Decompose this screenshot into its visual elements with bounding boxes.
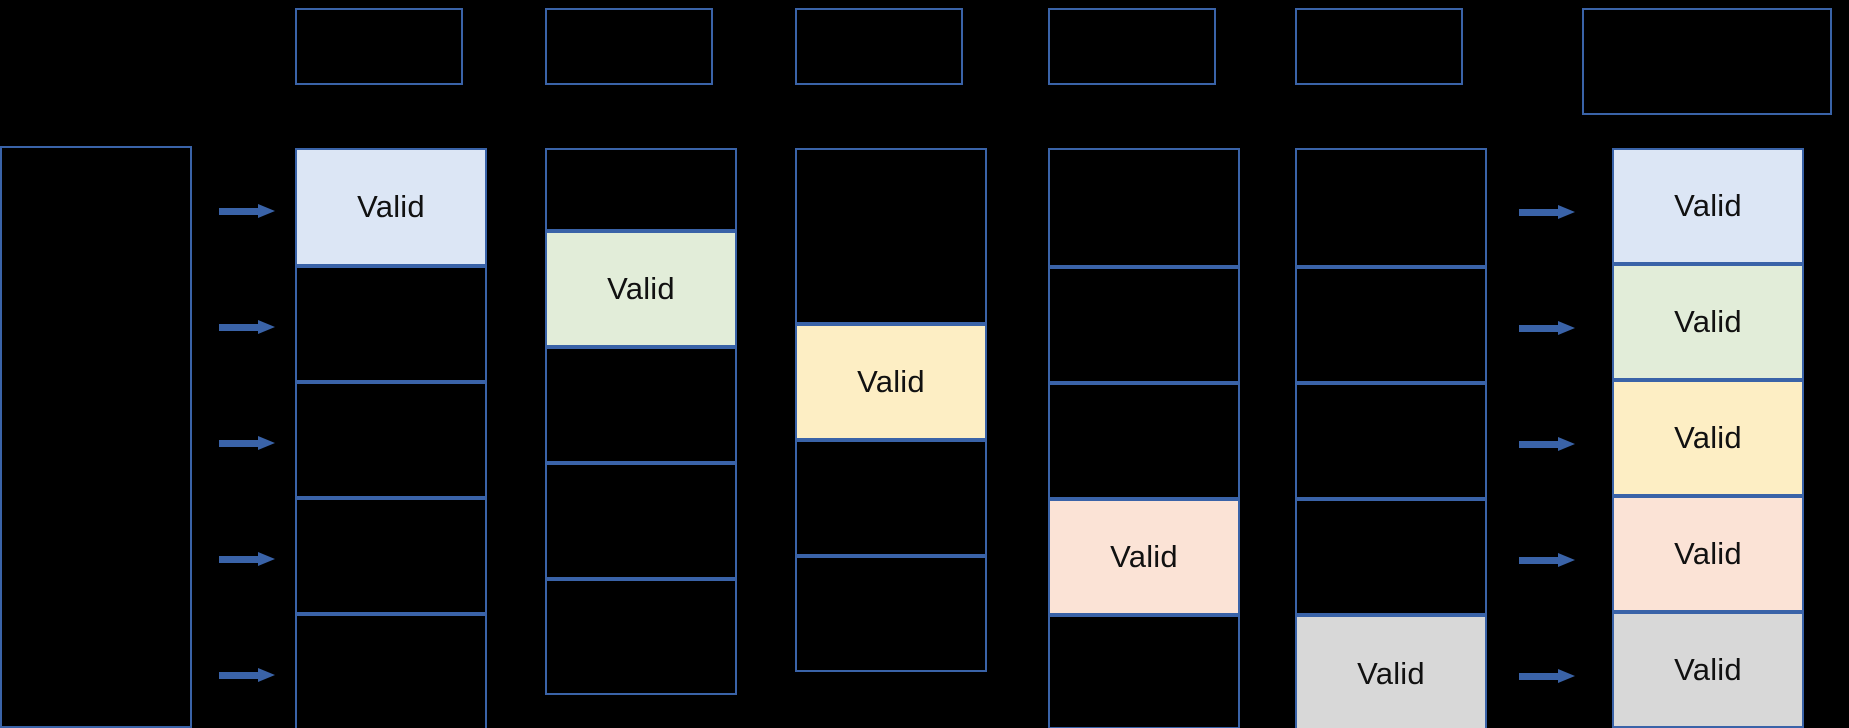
left-arrow-head-5: [258, 668, 275, 682]
right-arrow-shaft-5: [1519, 673, 1559, 680]
header-box-5: [1295, 8, 1463, 85]
right-arrow-head-3: [1558, 437, 1575, 451]
column-2-cell-1[interactable]: [545, 148, 737, 231]
right-arrow-icon-2: [1519, 321, 1575, 335]
column-2-cell-5[interactable]: [545, 579, 737, 695]
column-4-cell-2[interactable]: [1048, 267, 1240, 383]
left-arrow-head-1: [258, 204, 275, 218]
left-arrow-icon-5: [219, 668, 275, 682]
header-box-3: [795, 8, 963, 85]
left-arrow-icon-4: [219, 552, 275, 566]
column-1-cell-4[interactable]: [295, 498, 487, 614]
column-4-cell-1[interactable]: [1048, 148, 1240, 267]
right-arrow-head-1: [1558, 205, 1575, 219]
right-arrow-shaft-3: [1519, 441, 1559, 448]
source-box: [0, 146, 192, 728]
right-arrow-icon-5: [1519, 669, 1575, 683]
column-5-cell-2[interactable]: [1295, 267, 1487, 383]
right-arrow-head-4: [1558, 553, 1575, 567]
right-arrow-head-5: [1558, 669, 1575, 683]
left-arrow-shaft-3: [219, 440, 259, 447]
column-result-cell-3[interactable]: Valid: [1612, 380, 1804, 496]
header-box-4: [1048, 8, 1216, 85]
column-5-cell-1[interactable]: [1295, 148, 1487, 267]
left-arrow-head-3: [258, 436, 275, 450]
left-arrow-head-4: [258, 552, 275, 566]
right-arrow-icon-4: [1519, 553, 1575, 567]
left-arrow-shaft-1: [219, 208, 259, 215]
left-arrow-icon-1: [219, 204, 275, 218]
column-2-cell-3[interactable]: [545, 347, 737, 463]
header-box-6: [1582, 8, 1832, 115]
left-arrow-icon-3: [219, 436, 275, 450]
column-5-cell-5[interactable]: Valid: [1295, 615, 1487, 728]
left-arrow-head-2: [258, 320, 275, 334]
column-5-cell-4[interactable]: [1295, 499, 1487, 615]
column-2-cell-2[interactable]: Valid: [545, 231, 737, 347]
left-arrow-icon-2: [219, 320, 275, 334]
column-1-cell-1[interactable]: Valid: [295, 148, 487, 266]
column-result-cell-1[interactable]: Valid: [1612, 148, 1804, 264]
header-box-1: [295, 8, 463, 85]
column-result-cell-4[interactable]: Valid: [1612, 496, 1804, 612]
column-2-cell-4[interactable]: [545, 463, 737, 579]
column-1-cell-2[interactable]: [295, 266, 487, 382]
right-arrow-icon-1: [1519, 205, 1575, 219]
right-arrow-shaft-2: [1519, 325, 1559, 332]
column-3-cell-1[interactable]: [795, 148, 987, 324]
column-1-cell-3[interactable]: [295, 382, 487, 498]
right-arrow-head-2: [1558, 321, 1575, 335]
column-4-cell-3[interactable]: [1048, 383, 1240, 499]
right-arrow-shaft-1: [1519, 209, 1559, 216]
left-arrow-shaft-5: [219, 672, 259, 679]
left-arrow-shaft-4: [219, 556, 259, 563]
right-arrow-icon-3: [1519, 437, 1575, 451]
column-3-cell-3[interactable]: [795, 440, 987, 556]
column-1-cell-5[interactable]: [295, 614, 487, 728]
column-5-cell-3[interactable]: [1295, 383, 1487, 499]
column-4-cell-4[interactable]: Valid: [1048, 499, 1240, 615]
column-4-cell-5[interactable]: [1048, 615, 1240, 728]
header-box-2: [545, 8, 713, 85]
column-3-cell-4[interactable]: [795, 556, 987, 672]
right-arrow-shaft-4: [1519, 557, 1559, 564]
column-3-cell-2[interactable]: Valid: [795, 324, 987, 440]
left-arrow-shaft-2: [219, 324, 259, 331]
column-result-cell-5[interactable]: Valid: [1612, 612, 1804, 728]
column-result-cell-2[interactable]: Valid: [1612, 264, 1804, 380]
